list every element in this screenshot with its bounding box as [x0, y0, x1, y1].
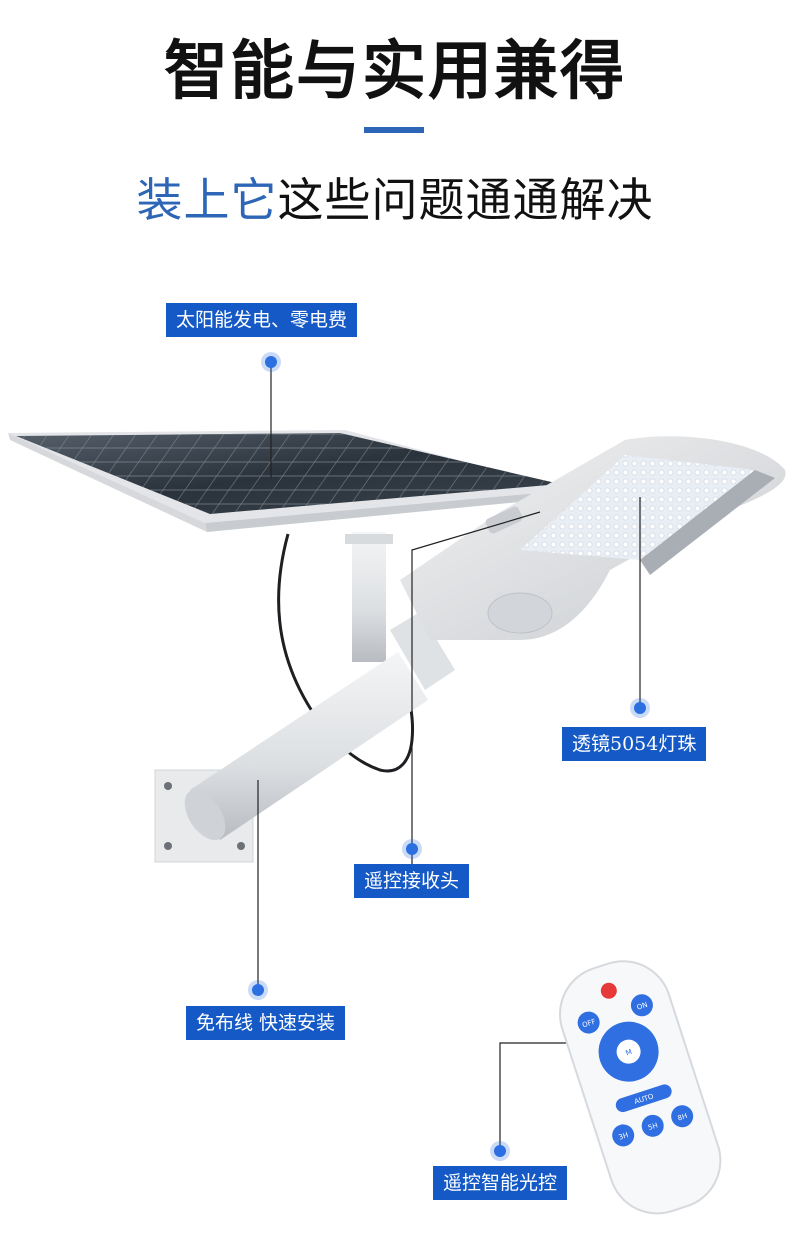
page-title: 智能与实用兼得	[164, 35, 626, 109]
callout-dot-lens	[634, 702, 646, 714]
callout-solar-power: 太阳能发电、零电费	[166, 303, 358, 337]
remote-control-icon: OFF ON M AUTO 3H 5H 8H	[559, 960, 722, 1215]
remote-btn-mode: M	[625, 1048, 633, 1057]
title-accent-bar	[364, 127, 424, 133]
remote-btn-5h: 5H	[647, 1121, 659, 1132]
remote-btn-on: ON	[636, 1001, 649, 1012]
callout-dot-remote	[494, 1145, 506, 1157]
callout-remote-receiver: 遥控接收头	[354, 864, 470, 898]
page-subtitle: 装上它这些问题通通解决	[0, 164, 790, 230]
subtitle-highlight: 装上它	[136, 173, 278, 227]
callout-remote-light-control: 遥控智能光控	[433, 1166, 568, 1200]
callout-dot-solar	[265, 356, 277, 368]
remote-btn-8h: 8H	[677, 1112, 689, 1123]
callout-dot-receiver	[406, 843, 418, 855]
solar-panel-icon	[8, 430, 572, 532]
callout-dot-install	[252, 984, 264, 996]
remote-btn-off: OFF	[581, 1018, 596, 1030]
remote-btn-3h: 3H	[618, 1131, 630, 1142]
callout-lens-led: 透镜5054灯珠	[562, 727, 707, 761]
subtitle-rest: 这些问题通通解决	[277, 173, 654, 227]
street-lamp-icon	[400, 436, 786, 640]
callout-quick-install: 免布线 快速安装	[186, 1006, 346, 1040]
